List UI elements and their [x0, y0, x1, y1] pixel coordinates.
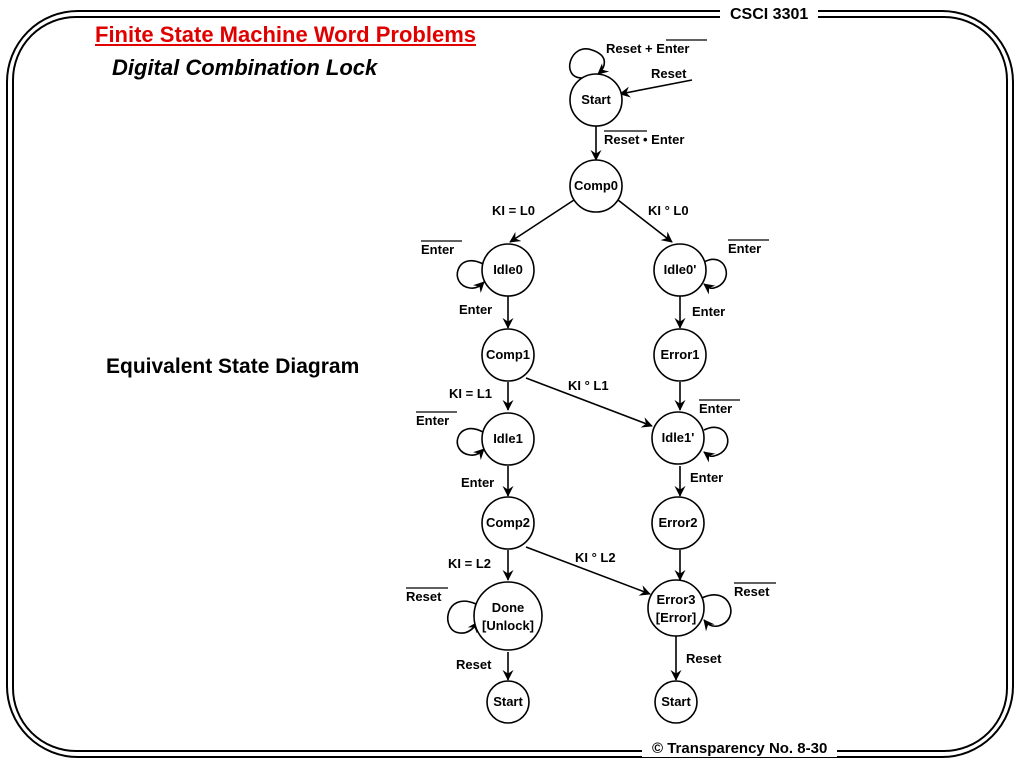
edge-error3-self: [701, 594, 732, 632]
label-idle1-enter: Enter: [461, 475, 494, 490]
label-idle0p-enter: Enter: [692, 304, 725, 319]
label-idle1p-self: Enter: [699, 401, 732, 416]
label-idle1p-enter: Enter: [690, 470, 723, 485]
state-label: Idle0: [493, 262, 523, 277]
edge-done-self: [446, 600, 479, 634]
state-label: Comp2: [486, 515, 530, 530]
state-start-left: [486, 680, 530, 724]
state-label: Error2: [658, 515, 697, 530]
state-error2: [651, 496, 705, 550]
label-done-reset: Reset: [456, 657, 492, 672]
state-label: [Error]: [656, 610, 696, 625]
label-comp2-ne: KI ° L2: [575, 550, 616, 565]
slide-subtitle: Digital Combination Lock: [112, 55, 378, 80]
label-done-self: Reset: [406, 589, 442, 604]
state-start-top: [569, 73, 623, 127]
edge-idle0-self: [456, 260, 485, 294]
edge-comp0-idle0p: [617, 199, 673, 243]
label-error3-reset: Reset: [686, 651, 722, 666]
edge-idle1p-self: [703, 426, 729, 463]
label-comp1-ne: KI ° L1: [568, 378, 609, 393]
edge-start-self: [568, 48, 610, 79]
state-label: Idle0': [664, 262, 697, 277]
state-label: Done: [492, 600, 525, 615]
label-comp0-eq: KI = L0: [492, 203, 535, 218]
state-label: Idle1': [662, 430, 695, 445]
state-comp1: [481, 328, 535, 382]
state-idle1-prime: [651, 411, 705, 465]
state-label: Error3: [656, 592, 695, 607]
state-label: Start: [581, 92, 611, 107]
state-idle1: [481, 412, 535, 466]
state-idle0-prime: [653, 243, 707, 297]
state-label: [Unlock]: [482, 618, 534, 633]
edge-start-entry: [619, 79, 693, 98]
state-comp2: [481, 496, 535, 550]
label-start-entry: Reset: [651, 66, 687, 81]
slide-title: Finite State Machine Word Problems: [95, 22, 476, 47]
label-start-to-comp0: Reset • Enter: [604, 132, 684, 147]
course-label: CSCI 3301: [720, 6, 819, 24]
edges: [446, 48, 732, 681]
diagram-caption: Equivalent State Diagram: [106, 355, 360, 378]
label-idle1-self: Enter: [416, 413, 449, 428]
footer-label: © Transparency No. 8-30: [642, 740, 838, 757]
state-done: [473, 581, 543, 651]
edge-comp1-idle1p: [525, 377, 653, 428]
state-label: Idle1: [493, 431, 523, 446]
edge-labels: Reset + Enter Reset Reset • Enter KI = L…: [406, 39, 776, 672]
label-idle0-enter: Enter: [459, 302, 492, 317]
state-label: Start: [661, 694, 691, 709]
state-label: Comp0: [574, 178, 618, 193]
state-error3: [647, 579, 705, 637]
label-start-self: Reset + Enter: [606, 41, 689, 56]
slide-frame-inner: [12, 16, 1008, 752]
state-label: Start: [493, 694, 523, 709]
states: Start Comp0 Idle0 Idle0' Comp1 Error1 Id…: [473, 73, 707, 724]
edge-comp0-idle0: [509, 199, 575, 243]
state-error1: [653, 328, 707, 382]
label-comp2-eq: KI = L2: [448, 556, 491, 571]
edge-idle0p-self: [703, 258, 728, 295]
state-label: Comp1: [486, 347, 530, 362]
label-idle0p-self: Enter: [728, 241, 761, 256]
edge-comp2-error3: [525, 546, 651, 596]
state-idle0: [481, 243, 535, 297]
label-error3-self: Reset: [734, 584, 770, 599]
slide-frame-outer: [6, 10, 1014, 758]
state-label: Error1: [660, 347, 699, 362]
label-comp0-ne: KI ° L0: [648, 203, 689, 218]
state-start-right: [654, 680, 698, 724]
label-idle0-self: Enter: [421, 242, 454, 257]
label-comp1-eq: KI = L1: [449, 386, 492, 401]
edge-idle1-self: [456, 427, 485, 461]
state-comp0: [569, 159, 623, 213]
